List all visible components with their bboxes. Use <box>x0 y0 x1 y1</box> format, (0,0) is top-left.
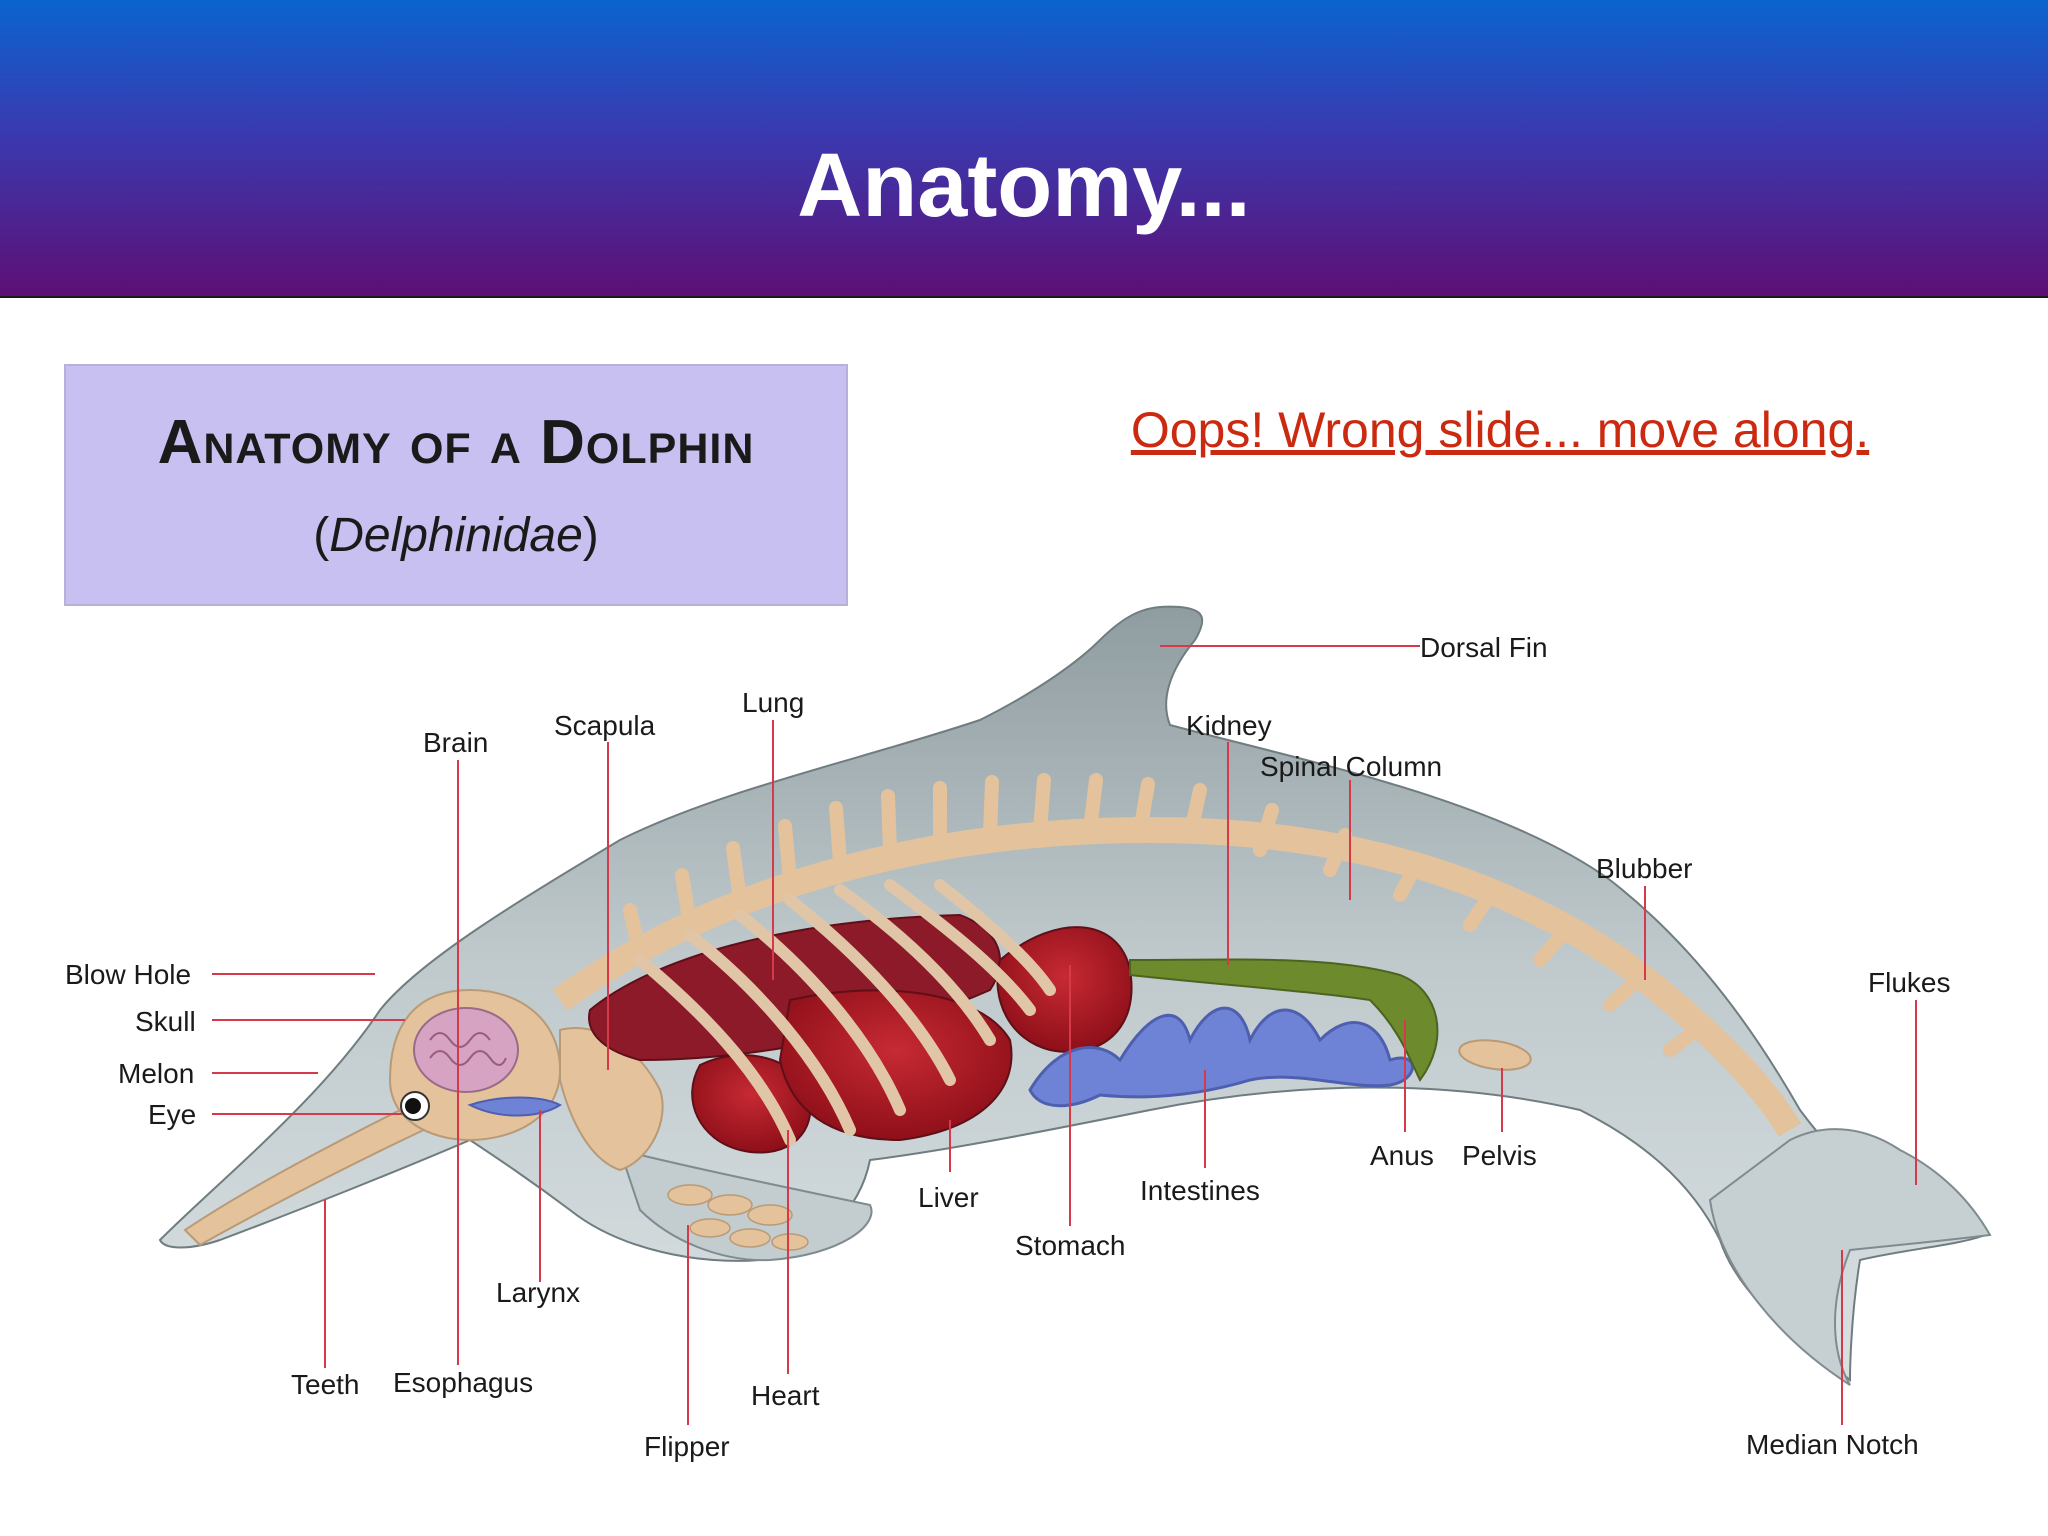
label-kidney: Kidney <box>1186 710 1272 741</box>
diagram-heading: Anatomy of a Dolphin <box>157 408 755 477</box>
label-stomach: Stomach <box>1015 1230 1126 1261</box>
label-scapula: Scapula <box>554 710 656 741</box>
label-esophagus: Esophagus <box>393 1367 533 1398</box>
open-paren: ( <box>313 509 330 562</box>
eye-pupil <box>405 1098 421 1114</box>
close-paren: ) <box>582 509 599 562</box>
label-flukes: Flukes <box>1868 967 1950 998</box>
intestines-shape <box>1028 1006 1414 1108</box>
ribs <box>634 879 1056 1146</box>
larynx-shape <box>467 1096 563 1117</box>
brain-folds <box>429 1032 507 1066</box>
oops-link[interactable]: Oops! Wrong slide... move along. <box>1130 402 1870 458</box>
spinal-column <box>552 816 1802 1137</box>
label-eye: Eye <box>148 1099 196 1130</box>
slide-title: Anatomy... <box>797 136 1251 236</box>
label-liver: Liver <box>918 1182 979 1213</box>
diagram-title-box: Anatomy of a Dolphin (Delphinidae) <box>64 364 848 606</box>
label-intestines: Intestines <box>1140 1175 1260 1206</box>
label-teeth: Teeth <box>291 1369 360 1400</box>
pelvis-bone <box>1458 1039 1532 1071</box>
label-brain: Brain <box>423 727 488 758</box>
brain-shape <box>413 1007 519 1093</box>
label-anus: Anus <box>1370 1140 1434 1171</box>
label-median-notch: Median Notch <box>1746 1429 1919 1460</box>
kidney-shape <box>1129 958 1439 1082</box>
latin-name: Delphinidae <box>329 509 583 562</box>
label-skull: Skull <box>135 1006 196 1037</box>
label-blubber: Blubber <box>1596 853 1693 884</box>
label-larynx: Larynx <box>496 1277 580 1308</box>
label-flipper: Flipper <box>644 1431 730 1462</box>
label-spinal-column: Spinal Column <box>1260 751 1442 782</box>
diagram-subheading: (Delphinidae) <box>66 508 846 564</box>
slide-header: Anatomy... <box>0 0 2048 298</box>
label-lung: Lung <box>742 687 804 718</box>
label-pelvis: Pelvis <box>1462 1140 1537 1171</box>
lung-shape <box>588 913 1001 1062</box>
vertebrae-processes <box>623 773 1697 1057</box>
flukes-shape <box>1708 1128 1992 1386</box>
label-blow-hole: Blow Hole <box>65 959 191 990</box>
label-dorsal-fin: Dorsal Fin <box>1420 632 1548 663</box>
flipper-bones <box>667 1184 809 1251</box>
leader-lines <box>212 645 1917 1425</box>
label-heart: Heart <box>751 1380 820 1411</box>
label-melon: Melon <box>118 1058 194 1089</box>
